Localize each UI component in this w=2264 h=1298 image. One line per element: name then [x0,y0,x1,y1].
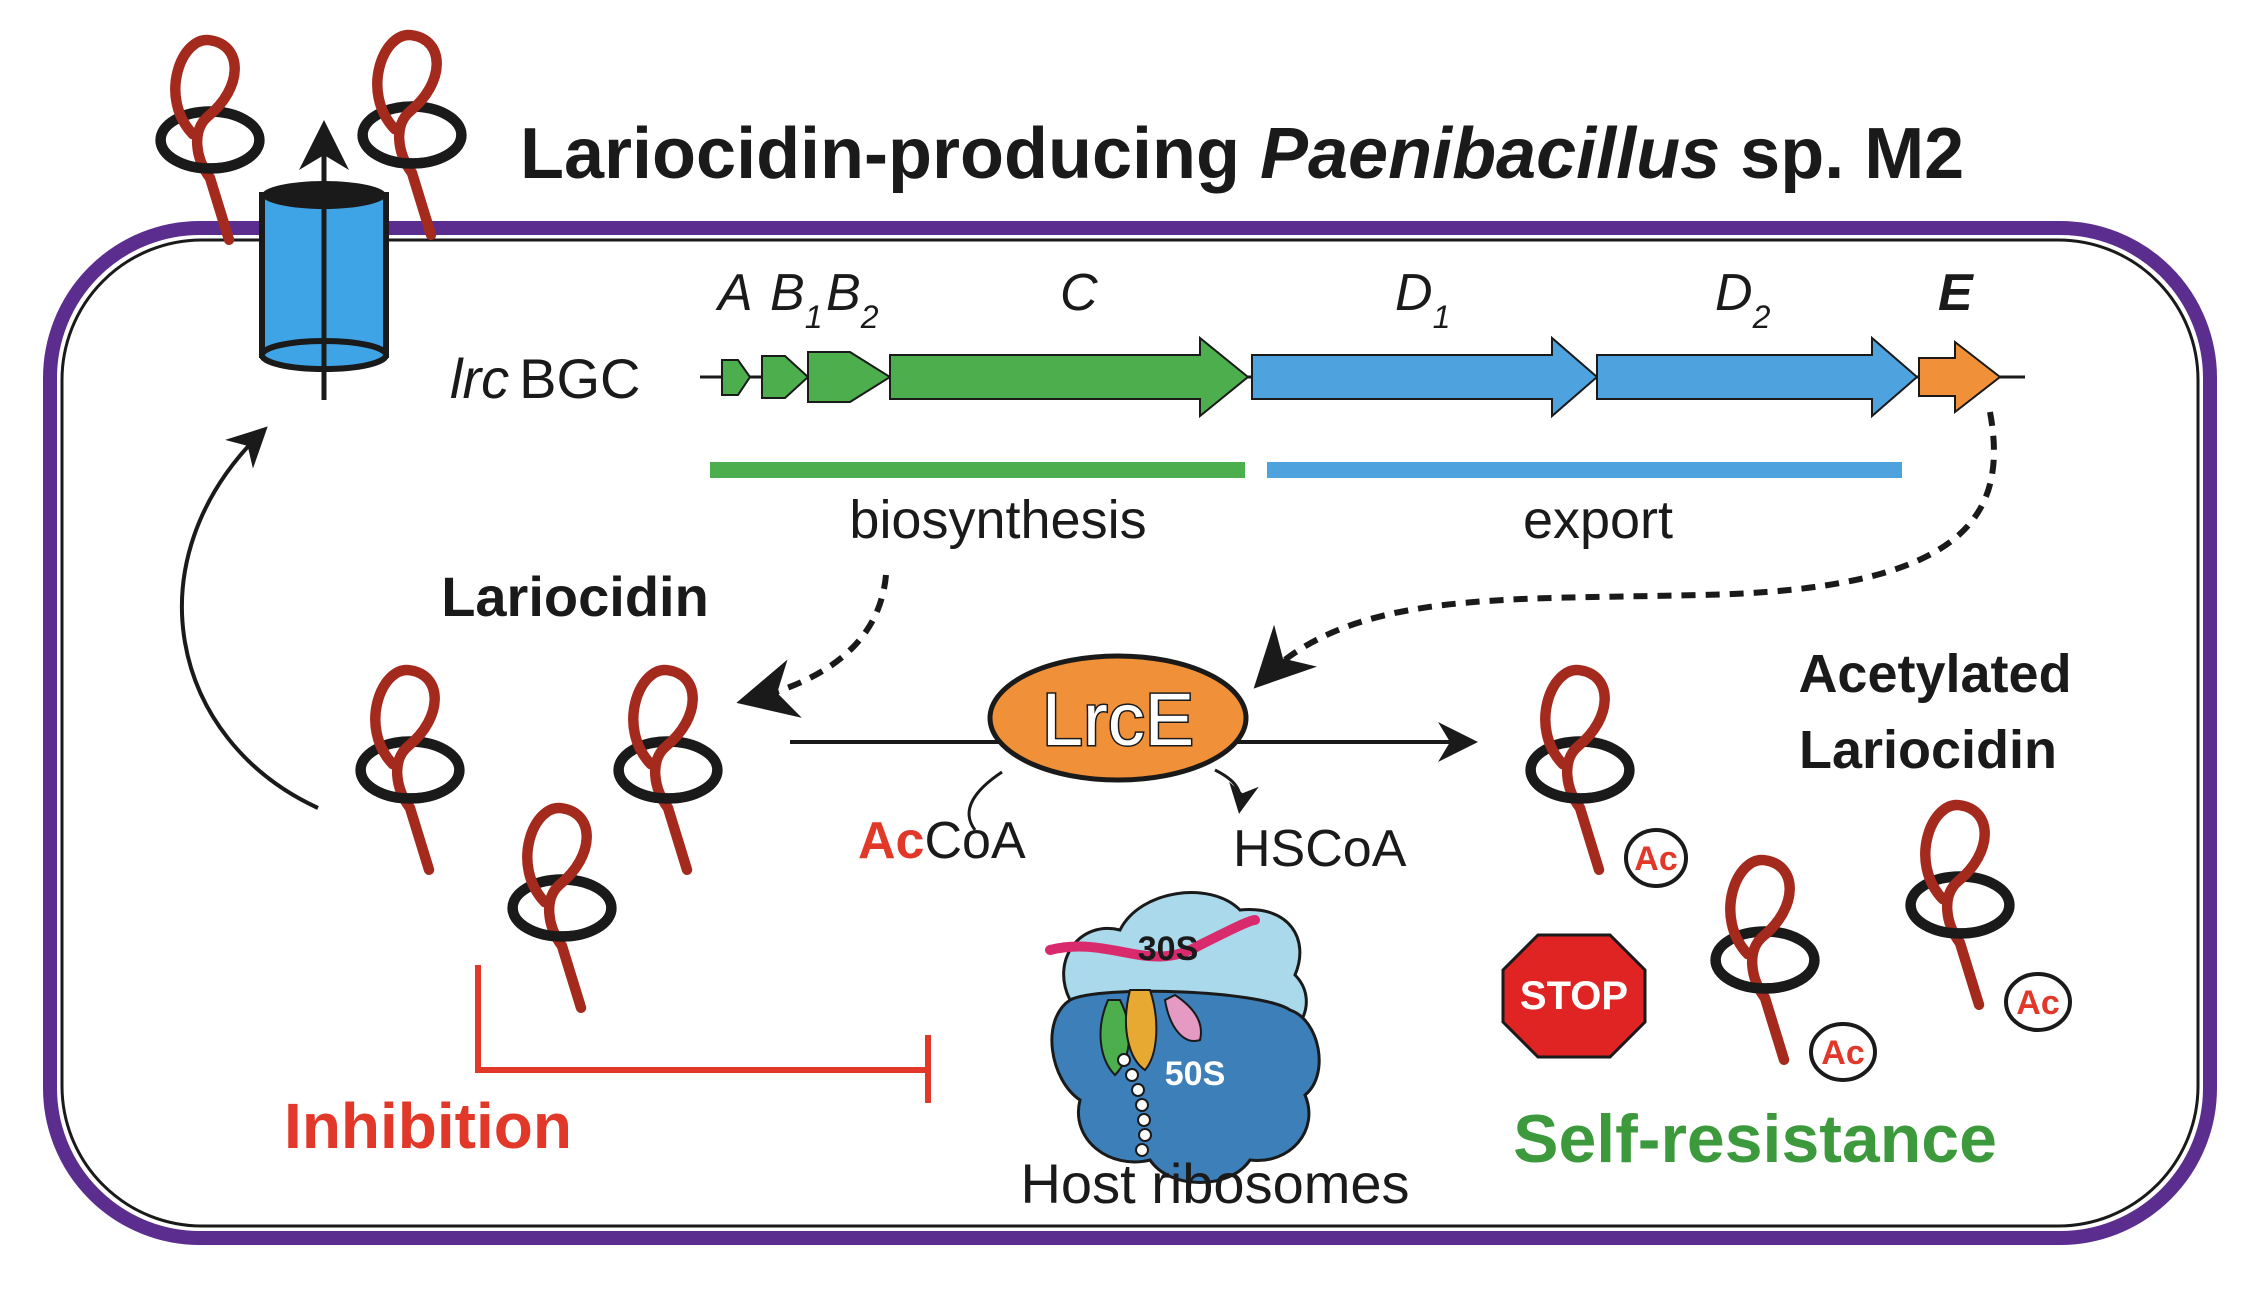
acetylated-label-line1: Acetylated [1798,644,2071,704]
self-resistance-label: Self-resistance [1513,1101,1997,1177]
cell-membrane [43,221,2217,1245]
lrce-label: LrcE [1042,678,1194,761]
gene-label-D2: D2 [1715,264,1771,335]
inhibition-bar [475,965,928,1073]
gene-label-B1-sub: 1 [805,299,823,335]
gene-label-B2-sub: 2 [860,299,879,335]
gene-label-B2: B2 [826,264,879,335]
accoa-rest: CoA [924,812,1025,870]
gene-label-B1-main: B [770,264,805,322]
gene-arrow-C [889,335,1250,419]
export-bar [1267,462,1902,478]
gene-label-E: E [1938,264,1974,322]
ribosome-30s-label: 30S [1138,930,1199,968]
biosynthesis-bar [710,462,1245,478]
lrce-enzyme [987,653,1249,783]
page-title: Lariocidin-producing Paenibacillus sp. M… [520,114,1964,194]
gene-label-D2-main: D [1715,264,1753,322]
accoa-ac: Ac [858,812,924,870]
inhibition-label: Inhibition [284,1090,572,1162]
gene-label-B2-main: B [826,264,861,322]
acetylated-label-line2: Lariocidin [1799,720,2057,780]
accoa-label: AcCoA [858,812,1026,870]
gene-label-D2-sub: 2 [1752,299,1771,335]
stop-label: STOP [1520,974,1628,1018]
gene-arrow-B1 [761,355,810,399]
gene-arrow-D2 [1596,335,1919,419]
gene-arrow-E [1918,339,2002,415]
cluster-name-rest: BGC [519,347,640,410]
hscoa-arc [1214,768,1259,814]
export-label: export [1523,490,1673,550]
ac-tag: Ac [2016,984,2059,1022]
stop-sign-icon: STOP [1501,933,1647,1059]
acetylated-lariocidin-icon: Ac [1911,805,2072,1032]
host-ribosomes-label: Host ribosomes [1020,1152,1409,1215]
lariocidin-label: Lariocidin [441,565,709,628]
title-suffix: sp. M2 [1720,114,1964,194]
acetylated-lariocidin-icon: Ac [1716,860,1877,1082]
title-prefix: Lariocidin-producing [520,114,1260,194]
accoa-arc [967,770,1003,831]
gene-arrow-A [721,359,752,396]
cell-membrane-inner [60,238,2200,1228]
hscoa-label: HSCoA [1233,820,1407,878]
gene-arrow-D1 [1251,335,1599,419]
gene-label-D1-main: D [1395,264,1433,322]
ribosome-icon: 30S 50S [1045,891,1321,1184]
ribosome-50s-label: 50S [1165,1055,1226,1093]
gene-label-B1: B1 [770,264,822,335]
title-genus: Paenibacillus [1260,114,1720,194]
acetylated-lariocidin-icon: Ac [1531,670,1688,888]
ac-tag: Ac [1634,840,1677,878]
export-curved-arrow [179,426,319,810]
exporter-channel-icon [259,120,389,400]
gene-label-A: A [715,264,753,322]
gene-label-D1: D1 [1395,264,1450,335]
biosynthesis-label: biosynthesis [849,490,1146,550]
gene-arrow-B2 [807,351,892,403]
ac-tag: Ac [1821,1034,1864,1072]
gene-label-C: C [1060,264,1098,322]
cluster-name-italic: lrc [450,347,509,410]
biosynthesis-dashed-arrow [736,574,889,718]
gene-label-D1-sub: 1 [1433,299,1451,335]
